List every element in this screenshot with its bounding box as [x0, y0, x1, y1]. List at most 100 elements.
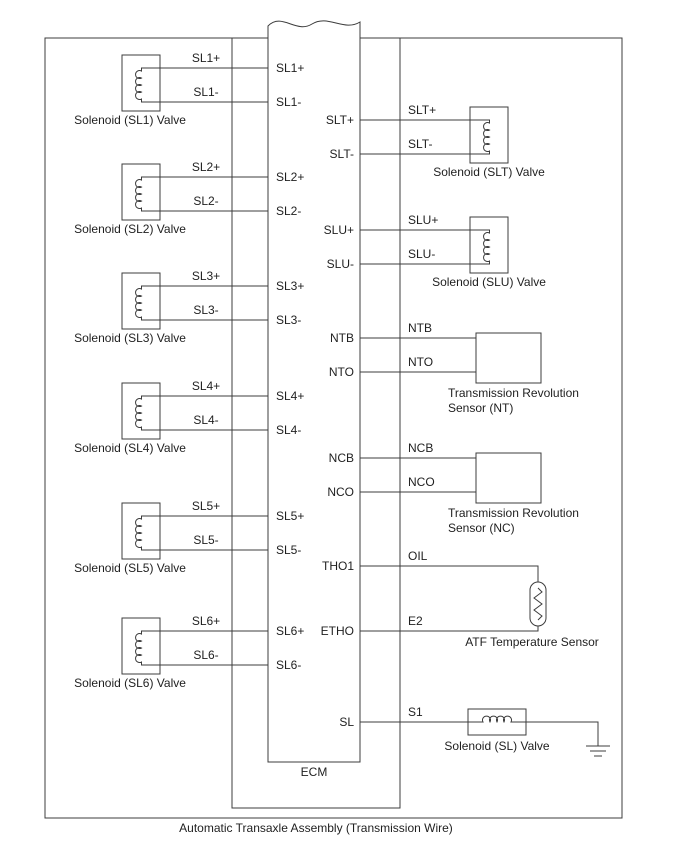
- slt-wires: [360, 119, 470, 155]
- slt-pin-plus-label: SLT+: [326, 113, 354, 127]
- sl1-wires: [160, 67, 268, 103]
- sl5-wire-plus-label: SL5+: [192, 499, 220, 513]
- sl5-coil-symbol: [121, 502, 161, 560]
- oil-wire-label: OIL: [408, 549, 428, 563]
- atf-thermistor-body: [529, 581, 547, 627]
- sl3-pin-minus-label: SL3-: [276, 313, 301, 327]
- sl5-wire-minus-label: SL5-: [193, 533, 218, 547]
- nc-sensor-name-line1: Transmission Revolution: [448, 506, 579, 520]
- s1-wire-label: S1: [408, 705, 423, 719]
- ecm-box: [267, 20, 361, 763]
- slu-pin-minus-label: SLU-: [327, 257, 354, 271]
- nco-pin-label: NCO: [327, 485, 354, 499]
- sl1-wire-plus-label: SL1+: [192, 51, 220, 65]
- solenoid-sl-group: S1 SL Solenoid (SL) Valve: [339, 705, 610, 757]
- nco-wire-label: NCO: [408, 475, 435, 489]
- nt-sensor-box: [475, 332, 542, 384]
- sl6-wires: [160, 630, 268, 666]
- solenoid-sl1-group: SL1+ SL1- SL1+ SL1- Solenoid (SL1) Valve: [74, 51, 304, 127]
- ncb-wire-label: NCB: [408, 441, 433, 455]
- sl3-pin-plus-label: SL3+: [276, 279, 304, 293]
- sl1-wire-minus-label: SL1-: [193, 85, 218, 99]
- nt-sensor-group: NTB NTO NTB NTO Transmission Revolution …: [329, 321, 579, 415]
- sl-coil-symbol: [467, 708, 527, 736]
- nc-sensor-box: [475, 452, 542, 504]
- atf-wires: [360, 565, 539, 632]
- nt-sensor-name-line1: Transmission Revolution: [448, 386, 579, 400]
- sl4-pin-minus-label: SL4-: [276, 423, 301, 437]
- sl-pin-label: SL: [339, 715, 354, 729]
- sl2-wires: [160, 176, 268, 212]
- sl3-wires: [160, 285, 268, 321]
- sl-wires: [360, 721, 599, 746]
- solenoid-slt-group: SLT+ SLT- SLT+ SLT- Solenoid (SLT) Valve: [326, 103, 545, 179]
- sl3-coil-symbol: [121, 272, 161, 330]
- tho1-pin-label: THO1: [322, 559, 354, 573]
- slu-valve-name: Solenoid (SLU) Valve: [432, 275, 546, 289]
- slu-wire-plus-label: SLU+: [408, 213, 438, 227]
- sl4-wire-plus-label: SL4+: [192, 379, 220, 393]
- ecm-label: ECM: [301, 765, 328, 779]
- nto-pin-label: NTO: [329, 365, 354, 379]
- sl3-wire-plus-label: SL3+: [192, 269, 220, 283]
- slt-coil-symbol: [469, 106, 509, 164]
- nto-wire-label: NTO: [408, 355, 433, 369]
- nc-sensor-group: NCB NCO NCB NCO Transmission Revolution …: [327, 441, 579, 535]
- etho-pin-label: ETHO: [321, 624, 354, 638]
- solenoid-sl5-group: SL5+ SL5- SL5+ SL5- Solenoid (SL5) Valve: [74, 499, 304, 575]
- atf-thermistor-zigzag-icon: [533, 587, 543, 621]
- ncb-pin-label: NCB: [329, 451, 354, 465]
- sl3-wire-minus-label: SL3-: [193, 303, 218, 317]
- sl1-pin-plus-label: SL1+: [276, 61, 304, 75]
- nc-sensor-name-line2: Sensor (NC): [448, 521, 515, 535]
- slt-wire-minus-label: SLT-: [408, 137, 432, 151]
- ground-symbol-icon: [586, 745, 610, 757]
- solenoid-sl3-group: SL3+ SL3- SL3+ SL3- Solenoid (SL3) Valve: [74, 269, 304, 345]
- sl1-valve-name: Solenoid (SL1) Valve: [74, 113, 186, 127]
- ntb-wire-label: NTB: [408, 321, 432, 335]
- sl3-valve-name: Solenoid (SL3) Valve: [74, 331, 186, 345]
- sl4-coil-symbol: [121, 382, 161, 440]
- sl4-wire-minus-label: SL4-: [193, 413, 218, 427]
- sl1-coil-symbol: [121, 54, 161, 112]
- slt-wire-plus-label: SLT+: [408, 103, 436, 117]
- sl2-coil-symbol: [121, 163, 161, 221]
- sl6-coil-symbol: [121, 617, 161, 675]
- sl4-valve-name: Solenoid (SL4) Valve: [74, 441, 186, 455]
- solenoid-sl6-group: SL6+ SL6- SL6+ SL6- Solenoid (SL6) Valve: [74, 614, 304, 690]
- sl2-valve-name: Solenoid (SL2) Valve: [74, 222, 186, 236]
- atf-sensor-group: OIL E2 THO1 ETHO ATF Temperature Sensor: [321, 549, 599, 649]
- sl5-pin-minus-label: SL5-: [276, 543, 301, 557]
- sl4-pin-plus-label: SL4+: [276, 389, 304, 403]
- nt-sensor-name-line2: Sensor (NT): [448, 401, 513, 415]
- sl1-pin-minus-label: SL1-: [276, 95, 301, 109]
- sl5-wires: [160, 515, 268, 551]
- e2-wire-label: E2: [408, 614, 423, 628]
- ntb-pin-label: NTB: [330, 331, 354, 345]
- slu-wires: [360, 229, 470, 265]
- sl6-valve-name: Solenoid (SL6) Valve: [74, 676, 186, 690]
- slu-pin-plus-label: SLU+: [324, 223, 354, 237]
- nc-wires: [360, 457, 476, 493]
- sl5-pin-plus-label: SL5+: [276, 509, 304, 523]
- slu-coil-symbol: [469, 216, 509, 274]
- nt-wires: [360, 337, 476, 373]
- sl5-valve-name: Solenoid (SL5) Valve: [74, 561, 186, 575]
- solenoid-sl2-group: SL2+ SL2- SL2+ SL2- Solenoid (SL2) Valve: [74, 160, 304, 236]
- slu-wire-minus-label: SLU-: [408, 247, 435, 261]
- sl2-pin-minus-label: SL2-: [276, 204, 301, 218]
- solenoid-slu-group: SLU+ SLU- SLU+ SLU- Solenoid (SLU) Valve: [324, 213, 547, 289]
- sl2-wire-minus-label: SL2-: [193, 194, 218, 208]
- sl2-wire-plus-label: SL2+: [192, 160, 220, 174]
- atf-sensor-name: ATF Temperature Sensor: [465, 635, 599, 649]
- sl4-wires: [160, 395, 268, 431]
- sl2-pin-plus-label: SL2+: [276, 170, 304, 184]
- solenoid-sl4-group: SL4+ SL4- SL4+ SL4- Solenoid (SL4) Valve: [74, 379, 304, 455]
- assembly-label: Automatic Transaxle Assembly (Transmissi…: [179, 821, 453, 835]
- sl6-pin-minus-label: SL6-: [276, 658, 301, 672]
- sl6-pin-plus-label: SL6+: [276, 624, 304, 638]
- slt-pin-minus-label: SLT-: [330, 147, 354, 161]
- sl6-wire-minus-label: SL6-: [193, 648, 218, 662]
- slt-valve-name: Solenoid (SLT) Valve: [433, 165, 545, 179]
